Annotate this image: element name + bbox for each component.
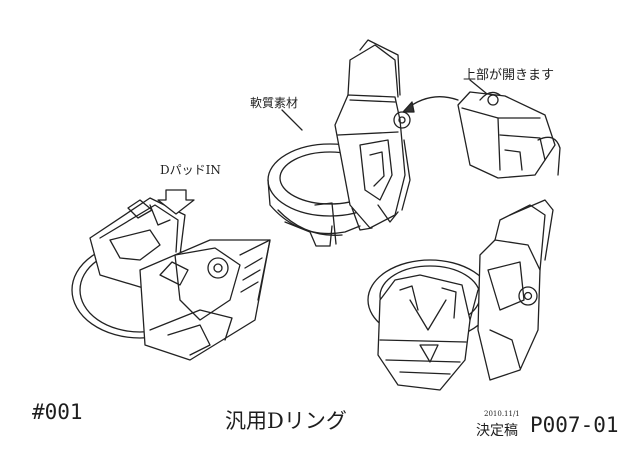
sheet-status: 決定稿 <box>476 423 518 439</box>
sheet-title: 汎用Dリング <box>225 409 347 433</box>
detail-top-opens <box>457 91 561 179</box>
dpad-in-arrow <box>157 189 195 215</box>
ring-view-dpad <box>71 197 271 361</box>
ring-view-closed <box>367 199 554 391</box>
annotation-soft-material: 軟質素材 <box>250 96 299 110</box>
annotation-d-pad-in: DパッドIN <box>160 163 221 177</box>
ring-view-open-top <box>267 39 411 247</box>
sheet-date: 2010.11/1 <box>484 410 520 418</box>
annotation-top-opens: 上部が開きます <box>463 68 555 83</box>
leader-soft <box>281 109 303 131</box>
page-code: P007-01 <box>530 413 619 437</box>
sheet-number: #001 <box>32 400 83 424</box>
